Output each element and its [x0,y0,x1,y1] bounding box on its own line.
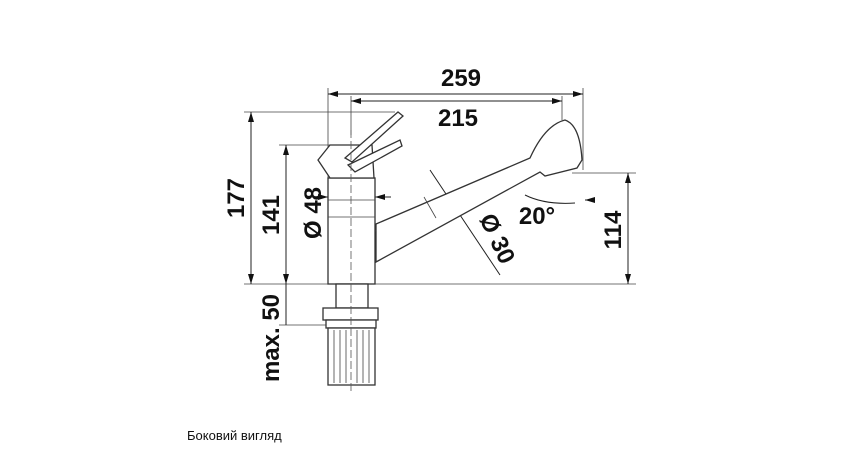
dim-label-max50: max. 50 [258,294,285,382]
dim-label-177: 177 [223,178,250,218]
dim-label-20deg: 20° [519,203,555,230]
dim-line-d30 [429,169,501,276]
faucet-outline [317,111,583,392]
dim-label-259: 259 [441,65,481,92]
dim-label-141: 141 [258,195,285,235]
dim-label-d48: Ø 48 [300,187,327,239]
dim-label-114: 114 [600,210,627,249]
view-caption: Боковий вигляд [187,428,282,443]
angle-arc-20 [524,194,576,204]
dim-label-d30: Ø 30 [474,210,520,269]
dim-label-215: 215 [438,105,478,132]
